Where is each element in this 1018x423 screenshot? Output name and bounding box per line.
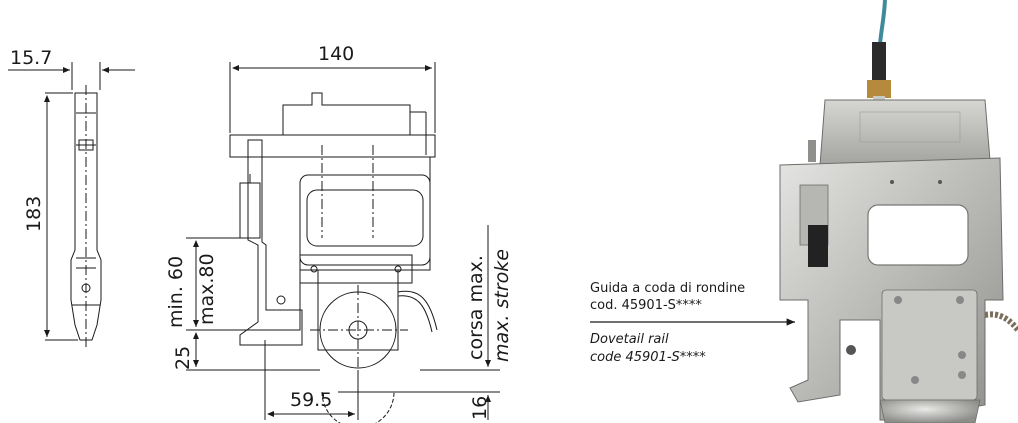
callout-en-line2: code 45901-S**** [590, 350, 706, 365]
dim-bottom: 25 [172, 346, 194, 370]
callout-en-line1: Dovetail rail [590, 332, 669, 347]
dim-height: 183 [23, 196, 45, 232]
callout-it-line2: cod. 45901-S**** [590, 298, 702, 313]
dim-stroke-en: max. stroke [491, 249, 513, 362]
dim-width-side: 15.7 [10, 47, 52, 69]
side-view [8, 62, 135, 350]
callout-it-line1: Guida a coda di rondine [590, 281, 745, 296]
dim-width-front: 140 [318, 43, 354, 65]
dim-max: max.80 [196, 253, 218, 325]
dim-min: min. 60 [165, 256, 187, 328]
device-photo [779, 0, 1018, 423]
dim-offset: 59.5 [290, 389, 332, 411]
front-view [186, 62, 500, 423]
dim-stroke-it: corsa max. [465, 255, 487, 360]
dim-16: 16 [469, 396, 491, 420]
